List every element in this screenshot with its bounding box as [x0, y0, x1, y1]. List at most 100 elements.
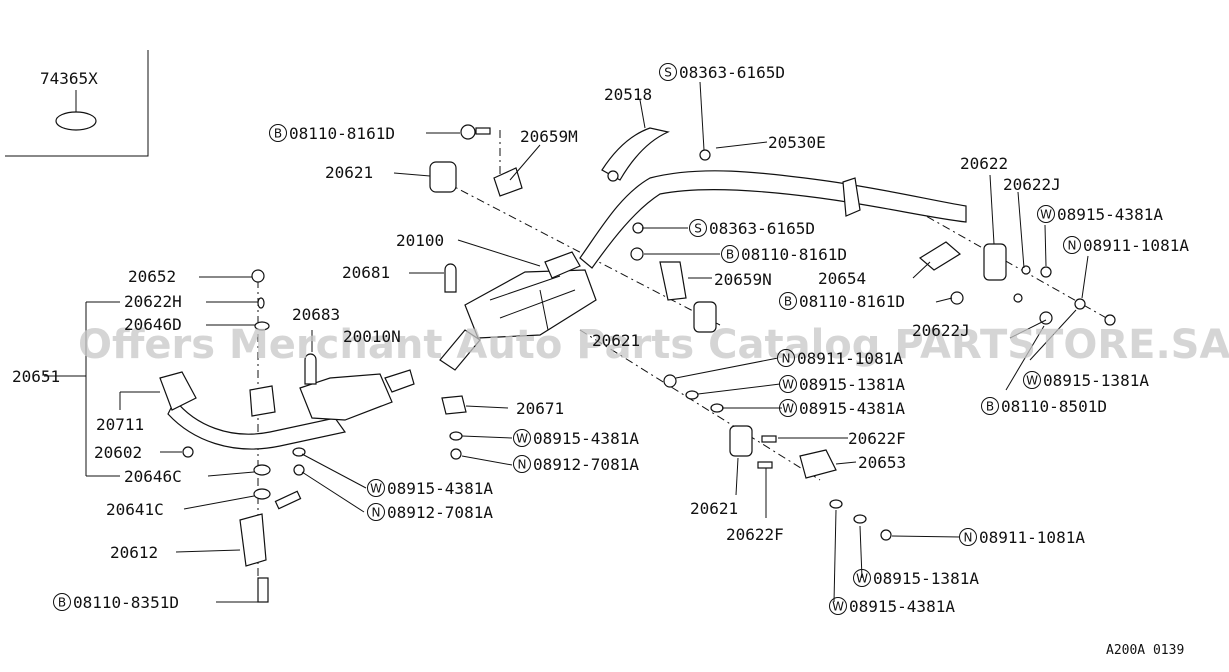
prefix-circle	[777, 349, 795, 367]
part-number: 20621	[325, 163, 373, 182]
part-label: 20621	[325, 163, 373, 182]
part-number: 08915-4381A	[849, 597, 955, 616]
part-prefix: W	[856, 572, 868, 586]
part-number: 08110-8351D	[73, 593, 179, 612]
tail-pipe	[579, 170, 967, 269]
part-prefix: W	[782, 378, 794, 392]
part-label: 20711	[96, 415, 144, 434]
part-number: 20681	[342, 263, 390, 282]
part-number: 20602	[94, 443, 142, 462]
part-number: 20530E	[768, 133, 826, 152]
part-label: 20530E	[768, 133, 826, 152]
part-number: 20622H	[124, 292, 182, 311]
prefix-circle	[779, 375, 797, 393]
part-number: 08911-1081A	[797, 349, 903, 368]
part-number: 20646C	[124, 467, 182, 486]
part-number: 20622F	[726, 525, 784, 544]
part-number: 20683	[292, 305, 340, 324]
part-number: 20621	[690, 499, 738, 518]
part-label: 20646C	[124, 467, 182, 486]
part-label: 20646D	[124, 315, 182, 334]
part-number: 08911-1081A	[1083, 236, 1189, 255]
part-number: 08363-6165D	[709, 219, 815, 238]
part-prefix: N	[782, 352, 791, 366]
part-label: 20622F	[848, 429, 906, 448]
prefix-circle	[981, 397, 999, 415]
part-label: 20652	[128, 267, 176, 286]
part-number: 08915-4381A	[533, 429, 639, 448]
part-prefix: W	[516, 432, 528, 446]
part-number: 20010N	[343, 327, 401, 346]
prefix-circle	[1037, 205, 1055, 223]
part-number: 20518	[604, 85, 652, 104]
prefix-circle	[367, 503, 385, 521]
inset-box: 74365X	[5, 50, 149, 157]
prefix-circle	[689, 219, 707, 237]
part-number: 20659M	[520, 127, 578, 146]
prefix-circle	[367, 479, 385, 497]
part-label: 20622H	[124, 292, 182, 311]
part-prefix: W	[1026, 374, 1038, 388]
part-label: W 08915-4381A	[367, 479, 493, 498]
part-number: 20646D	[124, 315, 182, 334]
part-prefix: B	[274, 127, 282, 141]
part-number: 20622J	[912, 321, 970, 340]
fasteners	[182, 124, 1116, 603]
part-label: 20659M	[520, 127, 578, 146]
center-muffler	[439, 251, 597, 371]
part-number: 20711	[96, 415, 144, 434]
part-label: 20010N	[343, 327, 401, 346]
prefix-circle	[959, 528, 977, 546]
part-prefix: N	[964, 531, 973, 545]
part-label: 20622J	[1003, 175, 1061, 194]
prefix-circle	[829, 597, 847, 615]
inset-part-label: 74365X	[40, 69, 98, 88]
part-number: 08912-7081A	[387, 503, 493, 522]
part-number: 20651	[12, 367, 60, 386]
part-number: 20622	[960, 154, 1008, 173]
cap-part	[55, 111, 97, 131]
part-number: 20671	[516, 399, 564, 418]
front-tube	[159, 369, 415, 450]
part-label: 20654	[818, 269, 866, 288]
part-prefix: W	[1040, 208, 1052, 222]
prefix-circle	[721, 245, 739, 263]
part-number: 20654	[818, 269, 866, 288]
part-number: 20622F	[848, 429, 906, 448]
part-label: N 08911-1081A	[777, 349, 903, 368]
part-label: 20622J	[912, 321, 970, 340]
part-number: 08110-8161D	[799, 292, 905, 311]
part-label: 20651	[12, 367, 60, 386]
part-number: 20641C	[106, 500, 164, 519]
prefix-circle	[53, 593, 71, 611]
part-label: 20621	[690, 499, 738, 518]
part-label: 20653	[858, 453, 906, 472]
part-prefix: B	[784, 295, 792, 309]
part-number: 20621	[592, 331, 640, 350]
part-prefix: W	[370, 482, 382, 496]
prefix-circle	[779, 399, 797, 417]
part-number: 08912-7081A	[533, 455, 639, 474]
part-number: 08110-8161D	[289, 124, 395, 143]
prefix-circle	[1063, 236, 1081, 254]
prefix-circle	[659, 63, 677, 81]
part-number: 20622J	[1003, 175, 1061, 194]
watermark-text: Offers Merchant Auto Parts Catalog PARTS…	[78, 322, 1229, 368]
part-label: 20100	[396, 231, 444, 250]
part-number: 08915-1381A	[873, 569, 979, 588]
part-label: W 08915-1381A	[853, 569, 979, 588]
prefix-circle	[853, 569, 871, 587]
part-number: 08915-4381A	[387, 479, 493, 498]
part-label: 20602	[94, 443, 142, 462]
prefix-circle	[513, 455, 531, 473]
part-label: B 08110-8161D	[779, 292, 905, 311]
